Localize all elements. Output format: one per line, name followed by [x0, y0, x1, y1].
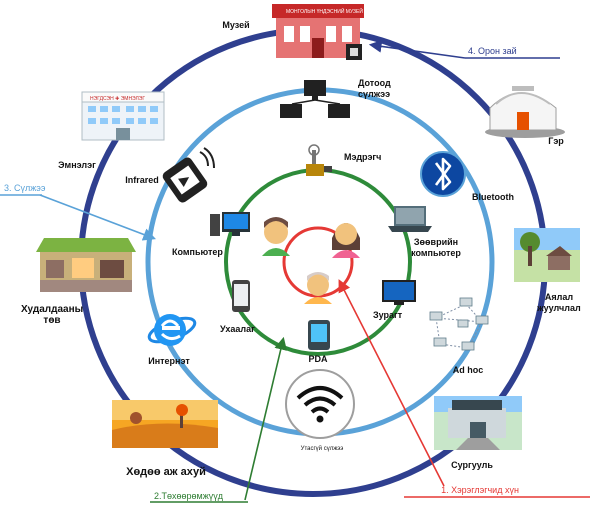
wireless-icon — [285, 369, 355, 439]
tv-icon — [382, 280, 416, 305]
infrared-icon — [162, 147, 215, 203]
users-callout: 1. Хэрэглэгчид хүн — [441, 485, 519, 495]
adhoc-icon — [429, 297, 489, 351]
networks-callout: 3. Сүлжээ — [4, 183, 46, 193]
user-woman-icon — [332, 223, 360, 258]
users-callout-arrow — [338, 279, 445, 487]
mall-icon — [36, 238, 136, 292]
computer-icon — [210, 212, 250, 236]
laptop-label: Зөөврийн компьютер — [411, 237, 461, 258]
travel-icon — [514, 228, 580, 282]
ger-icon — [485, 86, 565, 138]
hospital-label: Эмнэлэг — [58, 160, 96, 170]
devices-callout: 2.Төхөөрөмжүүд — [154, 491, 223, 501]
sensor-icon — [306, 144, 332, 176]
countryside-label: Хөдөө аж ахуй — [126, 466, 206, 478]
user-man-icon — [262, 217, 290, 256]
devices-callout-arrow — [244, 336, 288, 501]
environment-callout: 4. Орон зай — [468, 46, 517, 56]
mall-label: Худалдааны төв — [21, 304, 84, 326]
tv-label: Зурагт — [373, 310, 403, 320]
museum-icon — [272, 4, 364, 60]
museum-sign: МОНГОЛЫН ҮНДЭСНИЙ МУЗЕЙ — [286, 9, 363, 15]
hospital-sign: НЭГДСЭН ✚ ЭМНЭЛЭГ — [90, 96, 146, 102]
phone-label: Ухаалаг — [220, 324, 255, 334]
hospital-icon — [81, 91, 165, 141]
infrared-label: Infrared — [125, 175, 159, 185]
user-elder-icon — [304, 272, 332, 304]
bluetooth-label: Bluetooth — [472, 192, 514, 202]
countryside-icon — [112, 400, 218, 448]
travel-label: Аялал жуулчлал — [537, 292, 581, 313]
pda-label: PDA — [308, 354, 328, 364]
bluetooth-icon — [420, 151, 466, 197]
environment-callout-arrow — [368, 39, 466, 59]
ger-label: Гэр — [548, 136, 564, 146]
intranet-label: Дотоод сүлжээ — [358, 78, 391, 99]
pda-icon — [308, 320, 330, 350]
museum-label: Музей — [222, 20, 250, 30]
internet-icon — [147, 314, 197, 346]
internet-label: Интернэт — [148, 356, 190, 366]
school-icon — [434, 396, 522, 450]
networks-callout-arrow — [39, 194, 156, 241]
adhoc-label: Ad hoc — [452, 365, 484, 375]
school-label: Сургууль — [451, 460, 493, 470]
intranet-icon — [280, 80, 350, 118]
phone-icon — [232, 280, 250, 312]
computer-label: Компьютер — [172, 247, 223, 257]
sensor-label: Мэдрэгч — [344, 152, 382, 162]
wireless-label: Утасгүй сүлжээ — [300, 446, 344, 452]
laptop-icon — [388, 206, 432, 232]
